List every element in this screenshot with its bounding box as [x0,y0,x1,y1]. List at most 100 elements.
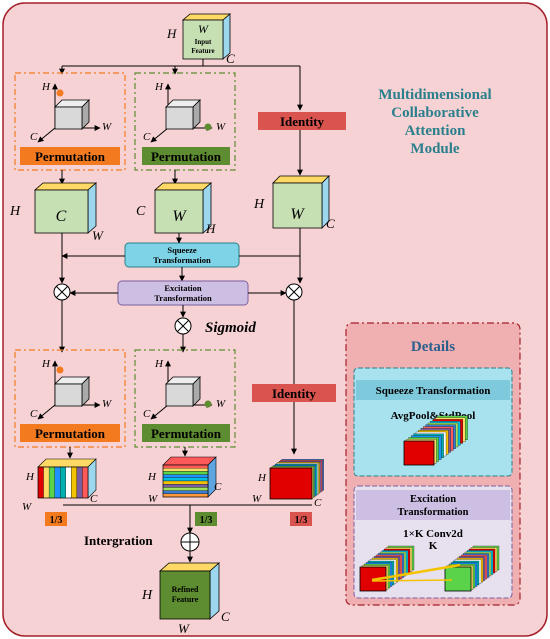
perm4-c: C [143,408,151,420]
mid3-c: C [326,216,335,231]
mid-cube-hcw: C H W [9,182,104,243]
details-squeeze-title: Squeeze Transformation [376,385,491,397]
out3-h: H [257,472,267,484]
module-title: Multidimensional Collaborative Attention… [378,87,491,157]
perm4-w: W [216,398,226,410]
vertical-stripe [37,466,44,499]
perm1-c: C [30,131,38,143]
fraction-badge-orange [45,512,67,526]
permutation-label-green-bottom [142,424,230,442]
input-label1: Input [195,38,212,46]
identity-label-top [258,112,346,130]
title-line1: Multidimensional [378,87,491,103]
input-w: W [198,22,209,36]
squeeze-connectors [59,228,303,284]
horizontal-layer [162,474,209,478]
permutation-text-green-bottom: Permutation [151,426,222,441]
horizontal-layer [162,484,209,488]
integration-connectors [63,504,312,563]
mid-cube-hwc: W H C [253,175,335,231]
striped-cube-horizontal: H W C [147,456,222,505]
permutation-label-orange-bottom [20,424,120,442]
permutation-text-orange-bottom: Permutation [35,426,106,441]
out2-w: W [148,493,158,505]
striped-cube-vertical: H W C [22,458,98,513]
excitation-line2: Transformation [154,293,212,303]
vertical-stripe [43,466,50,499]
perm2-w: W [216,121,226,133]
vertical-stripe [82,466,89,499]
permutation-block-orange-top: H C W Permutation [14,72,126,171]
out1-h: H [25,471,35,483]
multiply-node-right [285,283,303,301]
input-h: H [166,26,177,41]
refined-w: W [178,621,190,636]
permutation-text-orange-top: Permutation [35,149,106,164]
excitation-line1: Excitation [164,283,202,293]
horizontal-layer [162,477,209,482]
identity-text-bottom: Identity [272,386,317,401]
out3-w: W [252,493,262,505]
perm4-h: H [154,358,164,370]
out1-w: W [22,501,32,513]
vertical-stripe [76,466,83,499]
squeeze-line1: Squeeze [167,245,197,255]
refined-feature-cube: Refined Feature H W C [141,562,230,636]
input-connectors [59,59,303,111]
permutation-label-orange-top [20,147,120,165]
identity-text-top: Identity [280,114,325,129]
vertical-stripe [71,466,78,499]
perm3-w: W [102,398,112,410]
striped-cube-depth: H W C [252,459,324,509]
details-panel: Details Squeeze Transformation AvgPool&S… [345,322,521,606]
perm1-w: W [102,121,112,133]
mid2-h: H [205,221,216,236]
refined-h: H [141,588,153,603]
perm-to-output-connectors [67,447,188,459]
sigmoid-label: Sigmoid [205,320,256,336]
horizontal-layer [162,493,209,498]
vertical-stripe [65,466,72,499]
out3-c: C [314,497,322,509]
lower-connectors [59,300,297,455]
input-c: C [226,51,235,66]
horizontal-layer [162,480,209,485]
details-excitation-title1: Excitation [410,494,456,505]
horizontal-layer [162,487,209,491]
fraction-text-2: 1/3 [200,515,213,526]
perm3-h: H [41,358,51,370]
horizontal-layer [162,468,209,472]
title-line4: Module [410,141,460,157]
mid3-h: H [253,197,265,212]
excitation-connectors [69,290,287,318]
identity-label-bottom [252,384,336,402]
input-feature-cube: W Input Feature H C [166,13,235,66]
details-excitation-title2: Transformation [398,507,469,518]
vertical-stripe [54,466,61,499]
vertical-stripe [60,466,66,499]
horizontal-layer [162,490,209,494]
mid2-w: W [172,208,187,225]
mid1-w: W [92,228,104,243]
integration-plus-node [180,532,200,552]
details-title: Details [411,339,455,355]
out2-c: C [214,481,222,493]
fraction-text-3: 1/3 [295,515,308,526]
mid3-w: W [290,206,305,223]
permutation-block-green-top: H C W Permutation [134,72,236,171]
fraction-badge-red [290,512,312,526]
title-line2: Collaborative [391,105,479,121]
fraction-badge-green [195,512,217,526]
multiply-node-left [53,283,71,301]
perm3-c: C [30,408,38,420]
details-excitation-k: K [429,540,438,552]
horizontal-layer [162,471,209,475]
perm-to-cube-connectors [59,130,303,185]
sigmoid-node [174,317,192,335]
refined-label1: Refined [172,585,199,594]
mid2-c: C [136,204,146,219]
title-line3: Attention [405,123,466,139]
refined-c: C [221,609,230,624]
refined-label2: Feature [172,595,199,604]
